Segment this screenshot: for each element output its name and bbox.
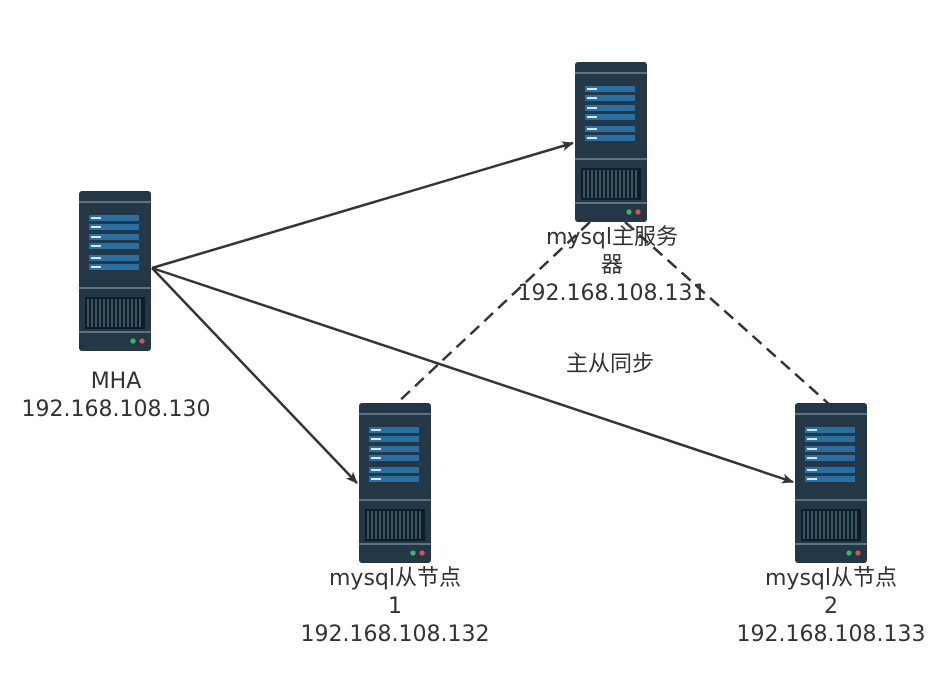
server-icon-slave1[interactable] — [359, 403, 431, 563]
mha-name: MHA — [90, 369, 142, 394]
server-icon-slave2[interactable] — [795, 403, 867, 563]
slave1-name-line1: mysql从节点 — [329, 566, 461, 591]
sync-edge-label: 主从同步 — [565, 352, 654, 377]
mha-ip: 192.168.108.130 — [21, 397, 211, 422]
slave2-ip: 192.168.108.133 — [736, 622, 926, 647]
slave1-ip: 192.168.108.132 — [300, 622, 490, 647]
arrow-mha-to-slave1 — [151, 267, 358, 484]
master-name-line1: mysql主服务 — [546, 225, 678, 250]
slave2-label: mysql从节点 2 192.168.108.133 — [731, 565, 931, 649]
replication-line-slave2 — [624, 221, 831, 406]
master-label: mysql主服务 器 192.168.108.131 — [512, 224, 712, 308]
server-icon-master[interactable] — [575, 62, 647, 222]
slave2-name-line2: 2 — [824, 594, 838, 619]
mha-label: MHA 192.168.108.130 — [0, 368, 232, 424]
slave1-name-line2: 1 — [388, 594, 402, 619]
master-name-line2: 器 — [600, 253, 623, 278]
master-ip: 192.168.108.131 — [517, 281, 707, 306]
slave1-label: mysql从节点 1 192.168.108.132 — [295, 565, 495, 649]
server-icon-mha[interactable] — [79, 191, 151, 351]
slave2-name-line1: mysql从节点 — [765, 566, 897, 591]
replication-line-slave1 — [394, 221, 591, 406]
arrow-mha-to-master — [151, 141, 574, 270]
arrow-mha-to-slave2 — [151, 266, 794, 484]
